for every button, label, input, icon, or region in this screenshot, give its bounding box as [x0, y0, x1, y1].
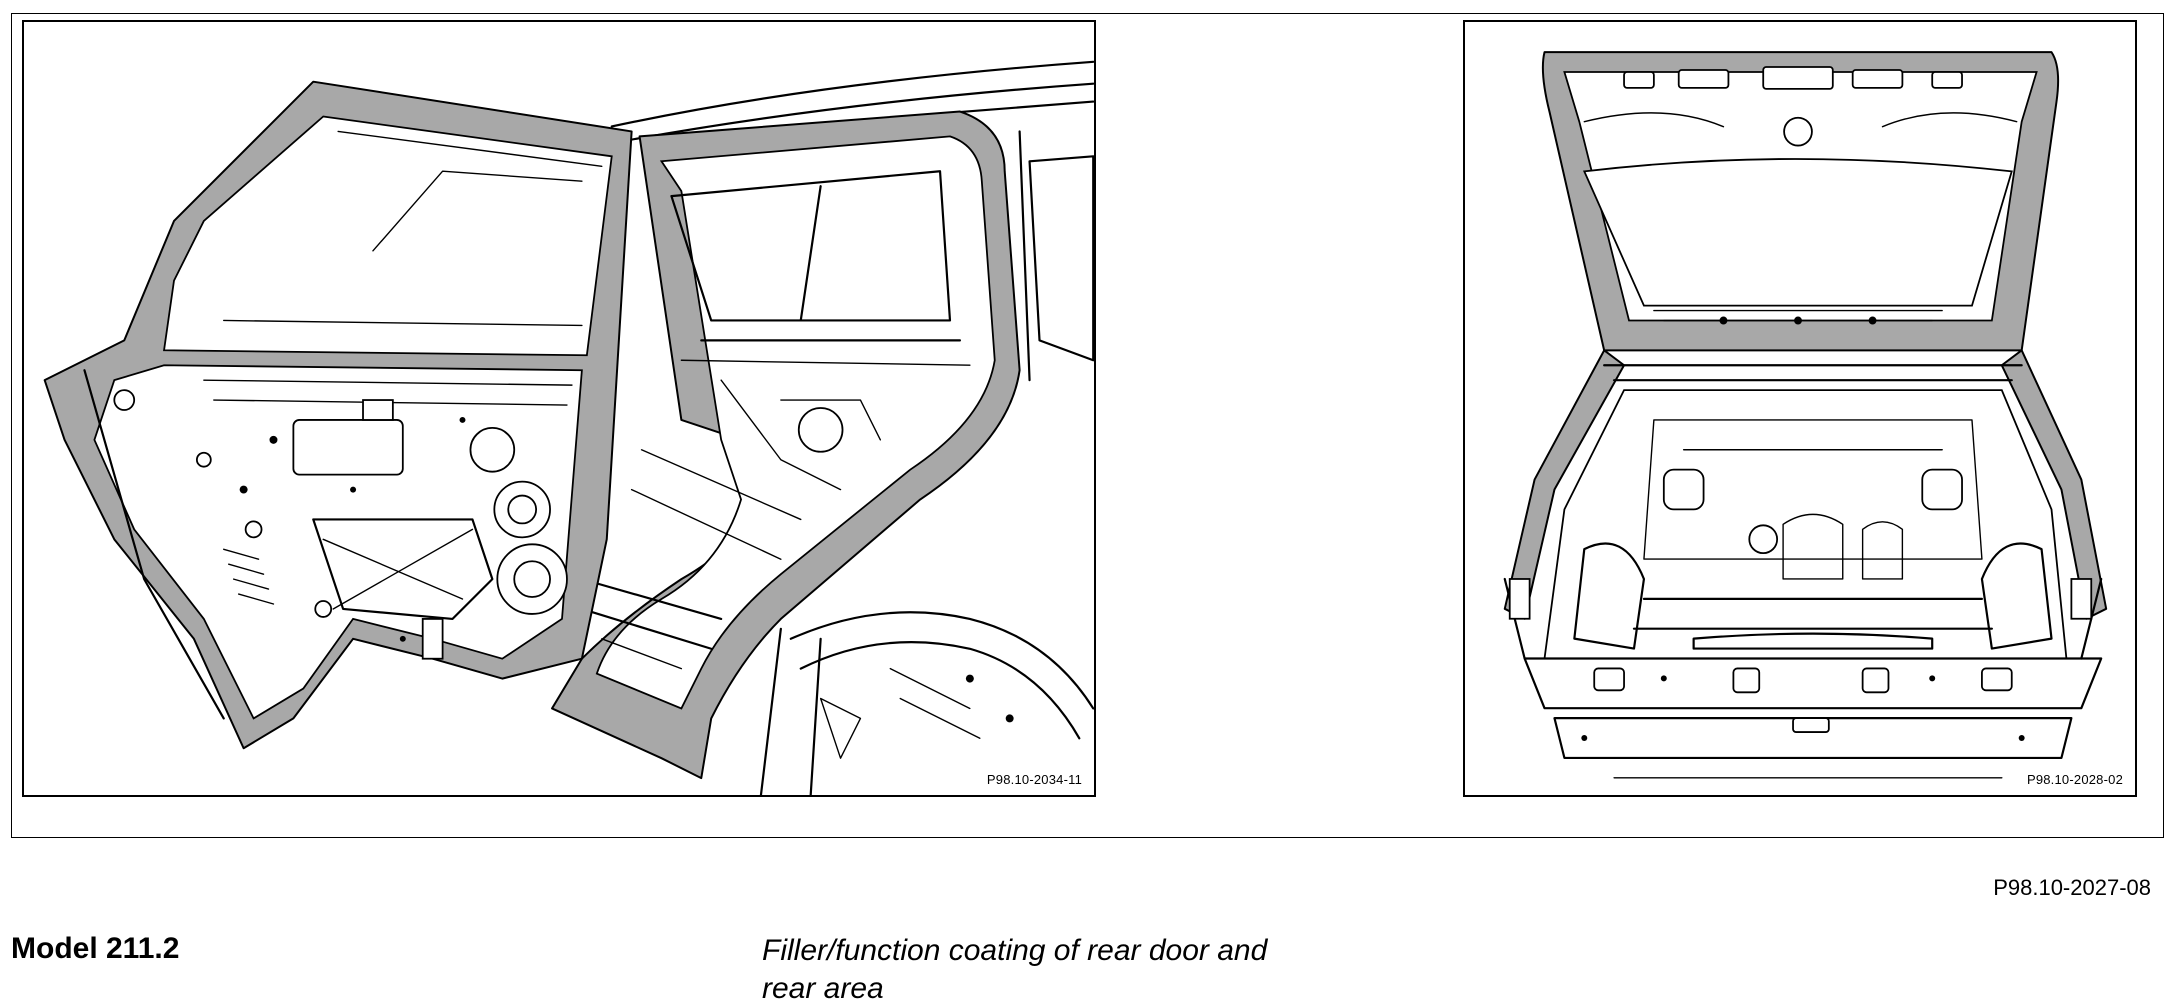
figure-caption: Filler/function coating of rear door and…: [762, 932, 1362, 1008]
rear-door-illustration: P98.10-2034-11: [22, 20, 1096, 797]
rear-door-drawing: [43, 60, 1094, 795]
left-panel-code: P98.10-2034-11: [986, 772, 1082, 787]
right-panel-code: P98.10-2028-02: [2026, 772, 2123, 787]
rear-area-drawing: [1503, 51, 2108, 779]
figure-frame: [11, 13, 2164, 838]
caption-line-1: Filler/function coating of rear door and: [762, 934, 1268, 967]
rear-area-illustration: P98.10-2028-02: [1463, 20, 2137, 797]
caption-line-2: rear area: [762, 972, 884, 1005]
model-label: Model 211.2: [11, 932, 180, 965]
figure-reference: P98.10-2027-08: [1993, 875, 2151, 900]
